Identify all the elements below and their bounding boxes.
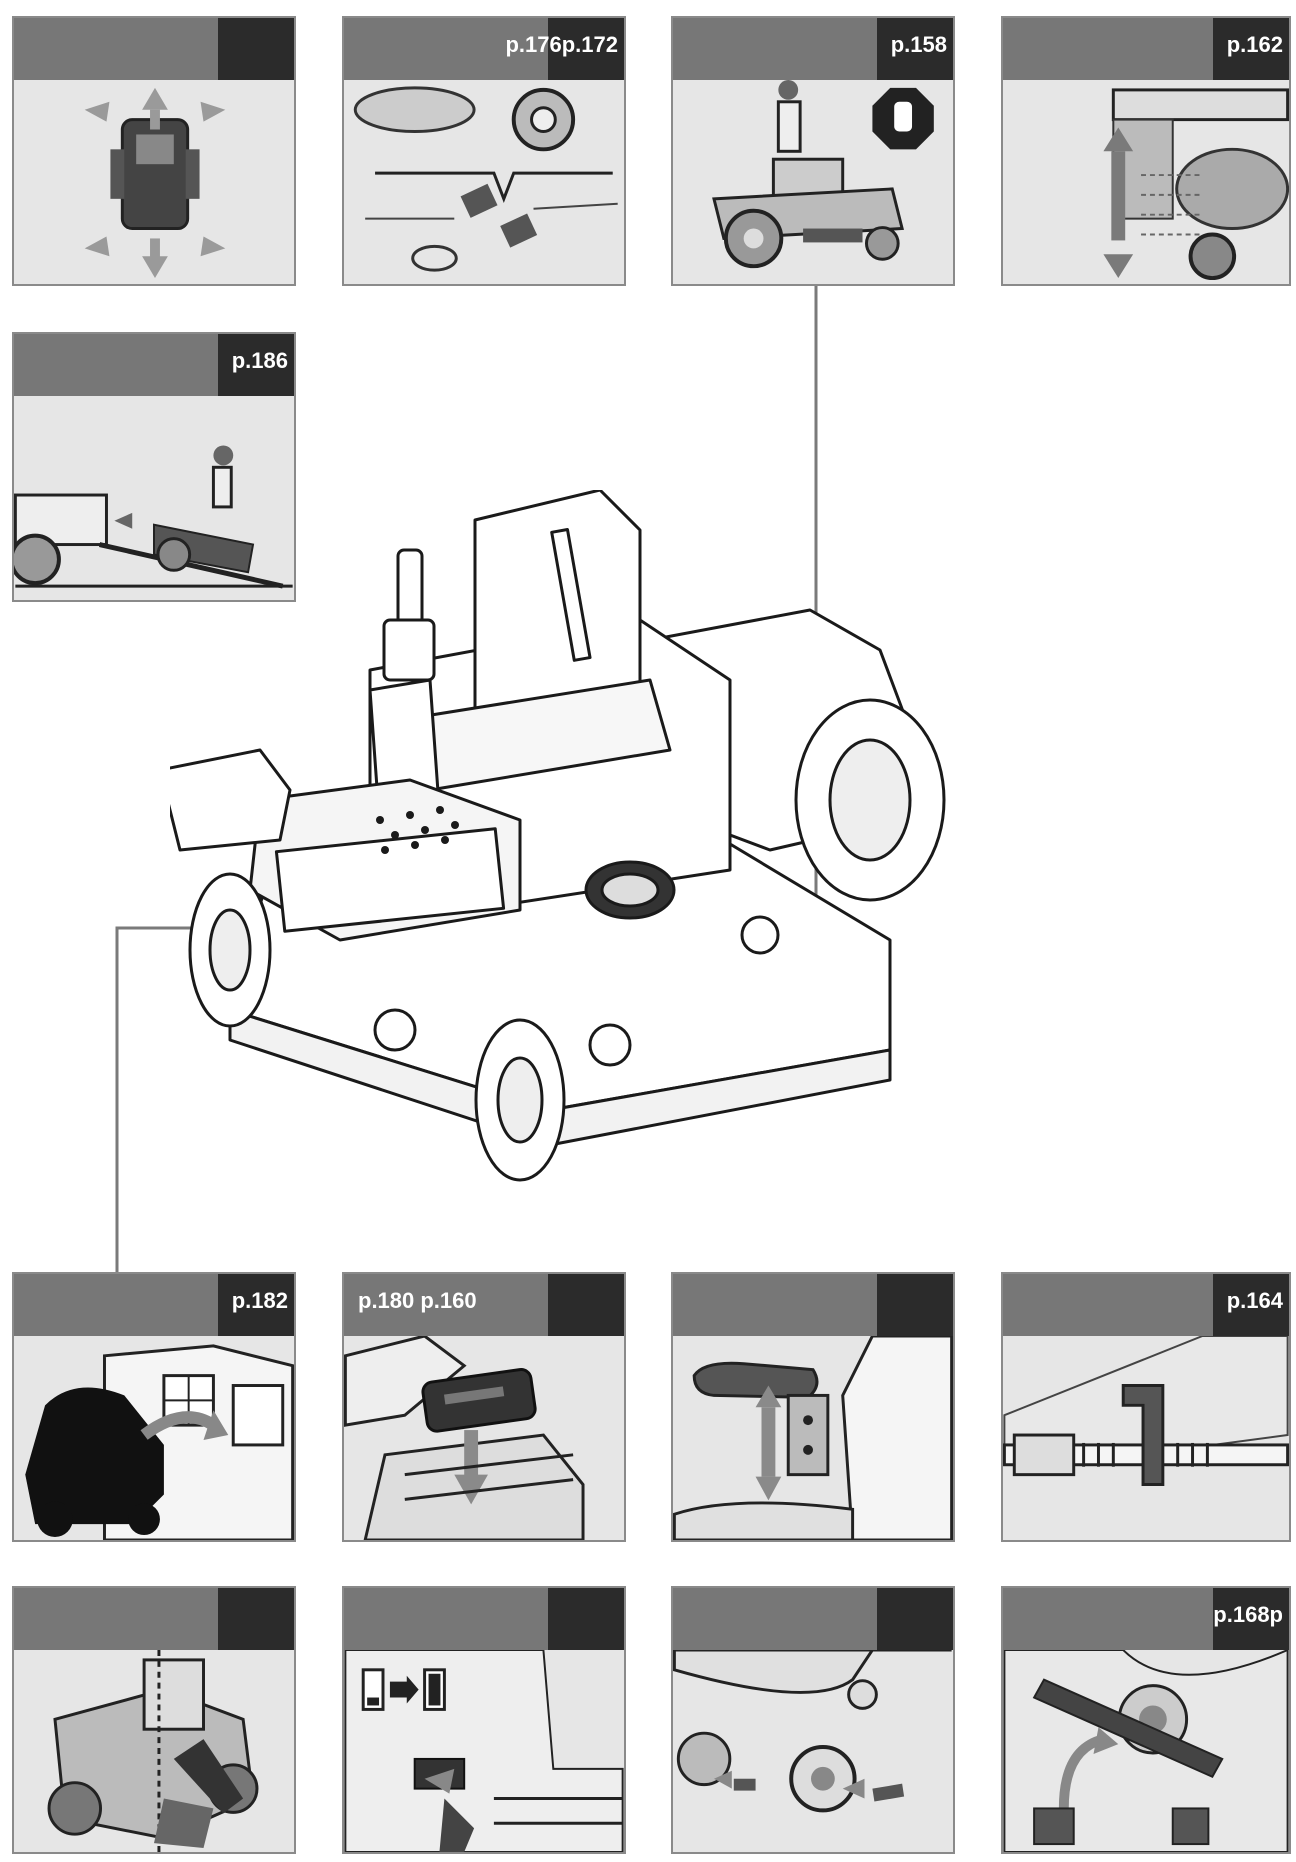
page-reference: p.180 p.160 [358,1288,477,1313]
hand-stop-icon [872,87,934,150]
panel-cleaning[interactable] [12,1586,296,1854]
page-reference: p.186 [231,348,288,373]
panel-charging[interactable] [342,1586,626,1854]
panel-header: p.186 [14,334,294,396]
page-reference: p.176p.172 [505,32,618,57]
panel-armrest[interactable] [671,1272,955,1542]
panel-illustration [673,80,953,284]
page-reference: p.158 [890,32,947,57]
header-block [218,18,294,80]
panel-illustration [673,1336,953,1540]
panel-operator-presence[interactable]: p.158 [671,16,955,286]
zero-turn-mower-illustration [170,490,946,1182]
page-reference: p.164 [1226,1288,1283,1313]
panel-maneuvering[interactable] [12,16,296,286]
panel-header: p.158 [673,18,953,80]
panel-header [14,1588,294,1650]
panel-illustration [1003,80,1289,284]
page-reference: p.162 [1226,32,1283,57]
panel-header [673,1588,953,1650]
header-block [218,1274,294,1336]
header-block [548,1274,624,1336]
panel-header: p.162 [1003,18,1289,80]
panel-header: p.164 [1003,1274,1289,1336]
header-block [548,18,624,80]
panel-illustration [14,80,294,284]
panel-illustration [344,1336,624,1540]
panel-transport[interactable]: p.186 [12,332,296,602]
panel-battery[interactable]: p.180 p.160 [342,1272,626,1542]
panel-illustration [344,1650,624,1852]
panel-header: p.182 [14,1274,294,1336]
panel-illustration [14,1650,294,1852]
panel-illustration [344,80,624,284]
panel-cutting-height[interactable]: p.162 [1001,16,1291,286]
panel-header: p.180 p.160 [344,1274,624,1336]
page-reference: p.168p [1213,1602,1283,1627]
panel-header [344,1588,624,1650]
header-block [877,18,953,80]
panel-illustration [1003,1336,1289,1540]
panel-header: p.168p [1003,1588,1289,1650]
battery-charge-icon [361,1668,446,1711]
move-arrows-icon [84,87,226,279]
panel-roller[interactable] [671,1586,955,1854]
header-block [548,1588,624,1650]
panel-header [673,1274,953,1336]
header-block [218,1588,294,1650]
panel-storage[interactable]: p.182 [12,1272,296,1542]
page-reference: p.182 [231,1288,288,1313]
panel-illustration [673,1650,953,1852]
header-block [1213,1274,1289,1336]
panel-blade[interactable]: p.168p [1001,1586,1291,1854]
panel-disconnect[interactable]: p.176p.172 [342,16,626,286]
panel-illustration [1003,1650,1289,1852]
panel-header [14,18,294,80]
panel-tracking-adjust[interactable]: p.164 [1001,1272,1291,1542]
recycle-bin-icon [1033,1807,1210,1846]
panel-header: p.176p.172 [344,18,624,80]
header-block [1213,18,1289,80]
panel-illustration [14,1336,294,1540]
panel-illustration [14,396,294,600]
header-block [877,1274,953,1336]
header-block [877,1588,953,1650]
header-block [218,334,294,396]
header-block [1213,1588,1289,1650]
